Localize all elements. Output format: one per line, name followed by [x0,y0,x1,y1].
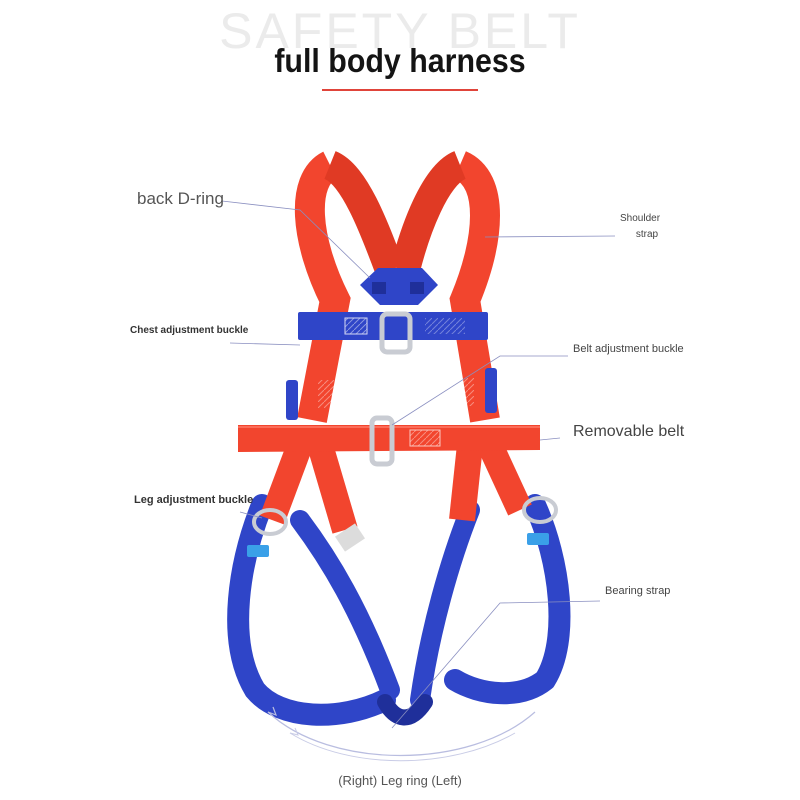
right-strap-stitch [458,378,474,406]
bearing-strap [377,694,433,726]
left-leg-keeper [247,545,269,557]
belt-adjustment-buckle-label: Belt adjustment buckle [573,343,684,355]
shoulder-strap-label: Shoulder strap [620,211,660,243]
shoulder-strap-label-line2: strap [635,229,659,240]
title-underline [322,89,478,91]
removable-belt [238,425,540,452]
chest-adjustment-buckle [379,311,413,355]
leg-ring-arrow [267,706,536,762]
shoulder-strap-label-line1: Shoulder [620,213,661,224]
leader-lines [221,200,616,729]
left-shoulder-strap [294,151,405,423]
back-d-ring [360,268,438,305]
right-shoulder-strap [390,151,500,423]
leg-adjustment-buckle-label: Leg adjustment buckle [134,494,254,506]
left-leg-strap [259,440,365,552]
page-title: full body harness [274,42,526,79]
right-leg-keeper [527,533,549,545]
bearing-strap-label: Bearing strap [605,585,671,597]
left-leg-adjustment-buckle [252,508,288,536]
chest-adjustment-buckle-label: Chest adjustment buckle [130,325,249,336]
chest-strap [298,312,488,340]
right-leg-strap [449,439,532,522]
right-side-keeper [485,368,497,413]
left-leg-loop [227,494,400,726]
right-leg-adjustment-buckle [522,496,558,524]
left-strap-stitch [318,380,334,408]
watermark-text: SAFETY BELT [219,3,581,59]
leg-ring-label: (Right) Leg ring (Left) [338,773,462,788]
back-d-ring-label: back D-ring [137,189,224,208]
belt-adjustment-buckle [369,415,395,467]
left-side-keeper [286,380,298,420]
right-leg-loop [410,494,571,710]
removable-belt-label: Removable belt [573,423,685,440]
